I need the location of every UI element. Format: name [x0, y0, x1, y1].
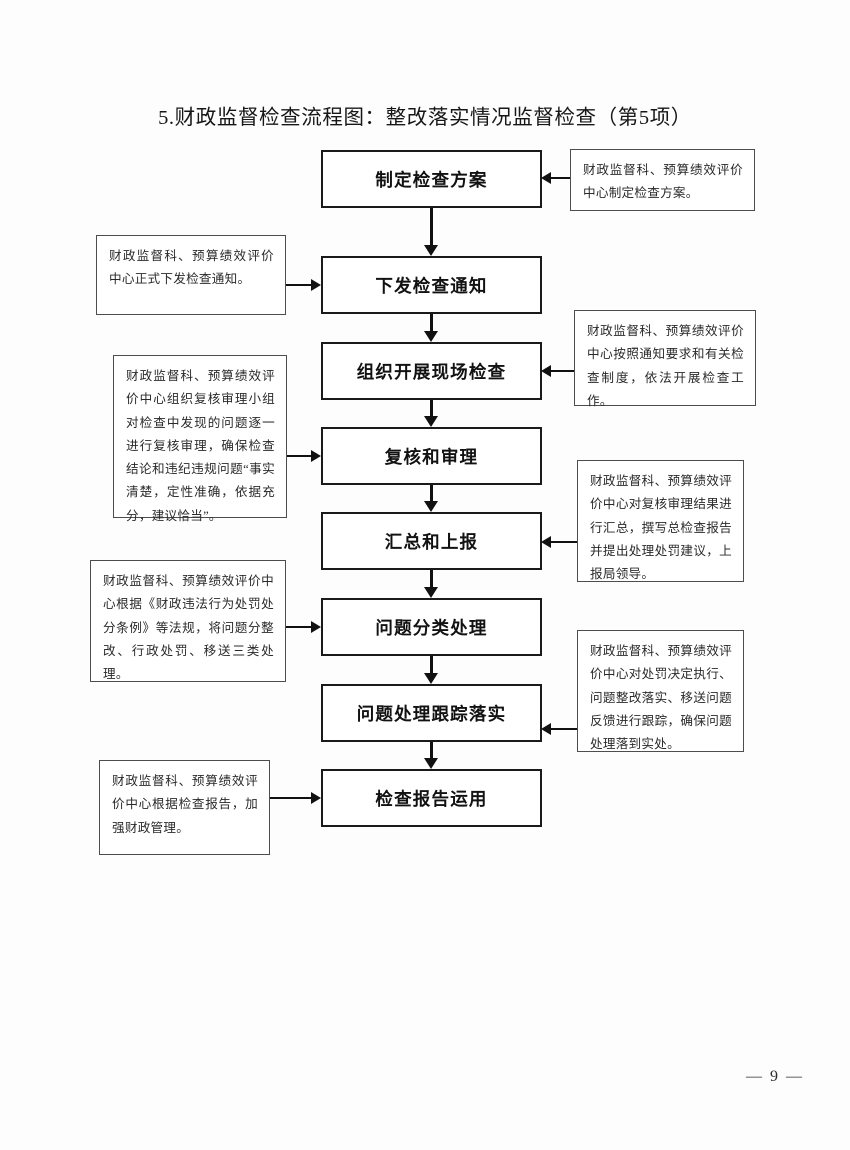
flow-step-notice[interactable]: 下发检查通知 [321, 256, 542, 314]
annotation-plan: 财政监督科、预算绩效评价中心制定检查方案。 [570, 149, 755, 211]
annotation-text: 财政监督科、预算绩效评价中心正式下发检查通知。 [109, 249, 274, 287]
flow-step-review[interactable]: 复核和审理 [321, 427, 542, 485]
flow-step-followup[interactable]: 问题处理跟踪落实 [321, 684, 542, 742]
connector-plan-to-notice [429, 208, 434, 245]
arrow-head-down-icon [424, 331, 438, 342]
flow-step-plan[interactable]: 制定检查方案 [321, 150, 542, 208]
arrow-head-left-icon [541, 365, 551, 377]
connector-annotation-report-use [270, 797, 312, 799]
annotation-text: 财政监督科、预算绩效评价中心制定检查方案。 [583, 163, 743, 201]
flow-step-label: 检查报告运用 [375, 788, 488, 809]
annotation-followup: 财政监督科、预算绩效评价中心对处罚决定执行、问题整改落实、移送问题反馈进行跟踪，… [577, 630, 744, 752]
arrow-head-right-icon [311, 450, 321, 462]
flow-step-label: 复核和审理 [384, 446, 479, 467]
annotation-text: 财政监督科、预算绩效评价中心组织复核审理小组对检查中发现的问题逐一进行复核审理，… [126, 369, 275, 523]
annotation-review: 财政监督科、预算绩效评价中心组织复核审理小组对检查中发现的问题逐一进行复核审理，… [113, 355, 287, 523]
flow-step-label: 制定检查方案 [375, 169, 488, 190]
annotation-text: 财政监督科、预算绩效评价中心对复核审理结果进行汇总，撰写总检查报告并提出处理处罚… [590, 474, 732, 582]
connector-classify-to-followup [429, 656, 434, 673]
annotation-notice: 财政监督科、预算绩效评价中心正式下发检查通知。 [96, 235, 286, 315]
annotation-onsite: 财政监督科、预算绩效评价中心按照通知要求和有关检查制度，依法开展检查工作。 [574, 310, 756, 408]
arrow-head-down-icon [424, 673, 438, 684]
connector-onsite-to-review [429, 400, 434, 416]
annotation-summary: 财政监督科、预算绩效评价中心对复核审理结果进行汇总，撰写总检查报告并提出处理处罚… [577, 460, 744, 582]
page-number-footer: — 9 — [746, 1068, 804, 1085]
annotation-text: 财政监督科、预算绩效评价中心根据《财政违法行为处罚处分条例》等法规，将问题分整改… [103, 574, 274, 682]
annotation-report-use: 财政监督科、预算绩效评价中心根据检查报告，加强财政管理。 [99, 760, 270, 855]
flow-step-label: 问题处理跟踪落实 [356, 703, 507, 724]
arrow-head-down-icon [424, 587, 438, 598]
connector-annotation-onsite [551, 370, 574, 372]
flow-step-label: 组织开展现场检查 [356, 361, 507, 382]
flow-step-label: 问题分类处理 [375, 617, 488, 638]
arrow-head-right-icon [311, 279, 321, 291]
arrow-head-down-icon [424, 758, 438, 769]
connector-annotation-summary [551, 541, 577, 543]
annotation-text: 财政监督科、预算绩效评价中心对处罚决定执行、问题整改落实、移送问题反馈进行跟踪，… [590, 644, 732, 752]
annotation-text: 财政监督科、预算绩效评价中心按照通知要求和有关检查制度，依法开展检查工作。 [587, 324, 744, 408]
flow-step-classify[interactable]: 问题分类处理 [321, 598, 542, 656]
connector-summary-to-classify [429, 570, 434, 587]
connector-annotation-plan [551, 177, 570, 179]
arrow-head-down-icon [424, 416, 438, 427]
connector-annotation-review [287, 455, 312, 457]
flow-step-label: 下发检查通知 [375, 275, 488, 296]
connector-annotation-classify [286, 626, 312, 628]
arrow-head-right-icon [311, 621, 321, 633]
flow-step-label: 汇总和上报 [384, 531, 479, 552]
arrow-head-right-icon [311, 792, 321, 804]
flow-step-summary[interactable]: 汇总和上报 [321, 512, 542, 570]
page-title: 5.财政监督检查流程图：整改落实情况监督检查（第5项） [158, 107, 692, 129]
arrow-head-down-icon [424, 501, 438, 512]
flow-step-onsite[interactable]: 组织开展现场检查 [321, 342, 542, 400]
connector-review-to-summary [429, 485, 434, 501]
flow-step-report-use[interactable]: 检查报告运用 [321, 769, 542, 827]
arrow-head-left-icon [541, 723, 551, 735]
arrow-head-left-icon [541, 172, 551, 184]
connector-annotation-followup [551, 728, 577, 730]
annotation-text: 财政监督科、预算绩效评价中心根据检查报告，加强财政管理。 [112, 774, 258, 835]
annotation-classify: 财政监督科、预算绩效评价中心根据《财政违法行为处罚处分条例》等法规，将问题分整改… [90, 560, 286, 682]
arrow-head-left-icon [541, 536, 551, 548]
connector-followup-to-report-use [429, 742, 434, 758]
connector-notice-to-onsite [429, 314, 434, 331]
arrow-head-down-icon [424, 245, 438, 256]
connector-annotation-notice [286, 284, 312, 286]
